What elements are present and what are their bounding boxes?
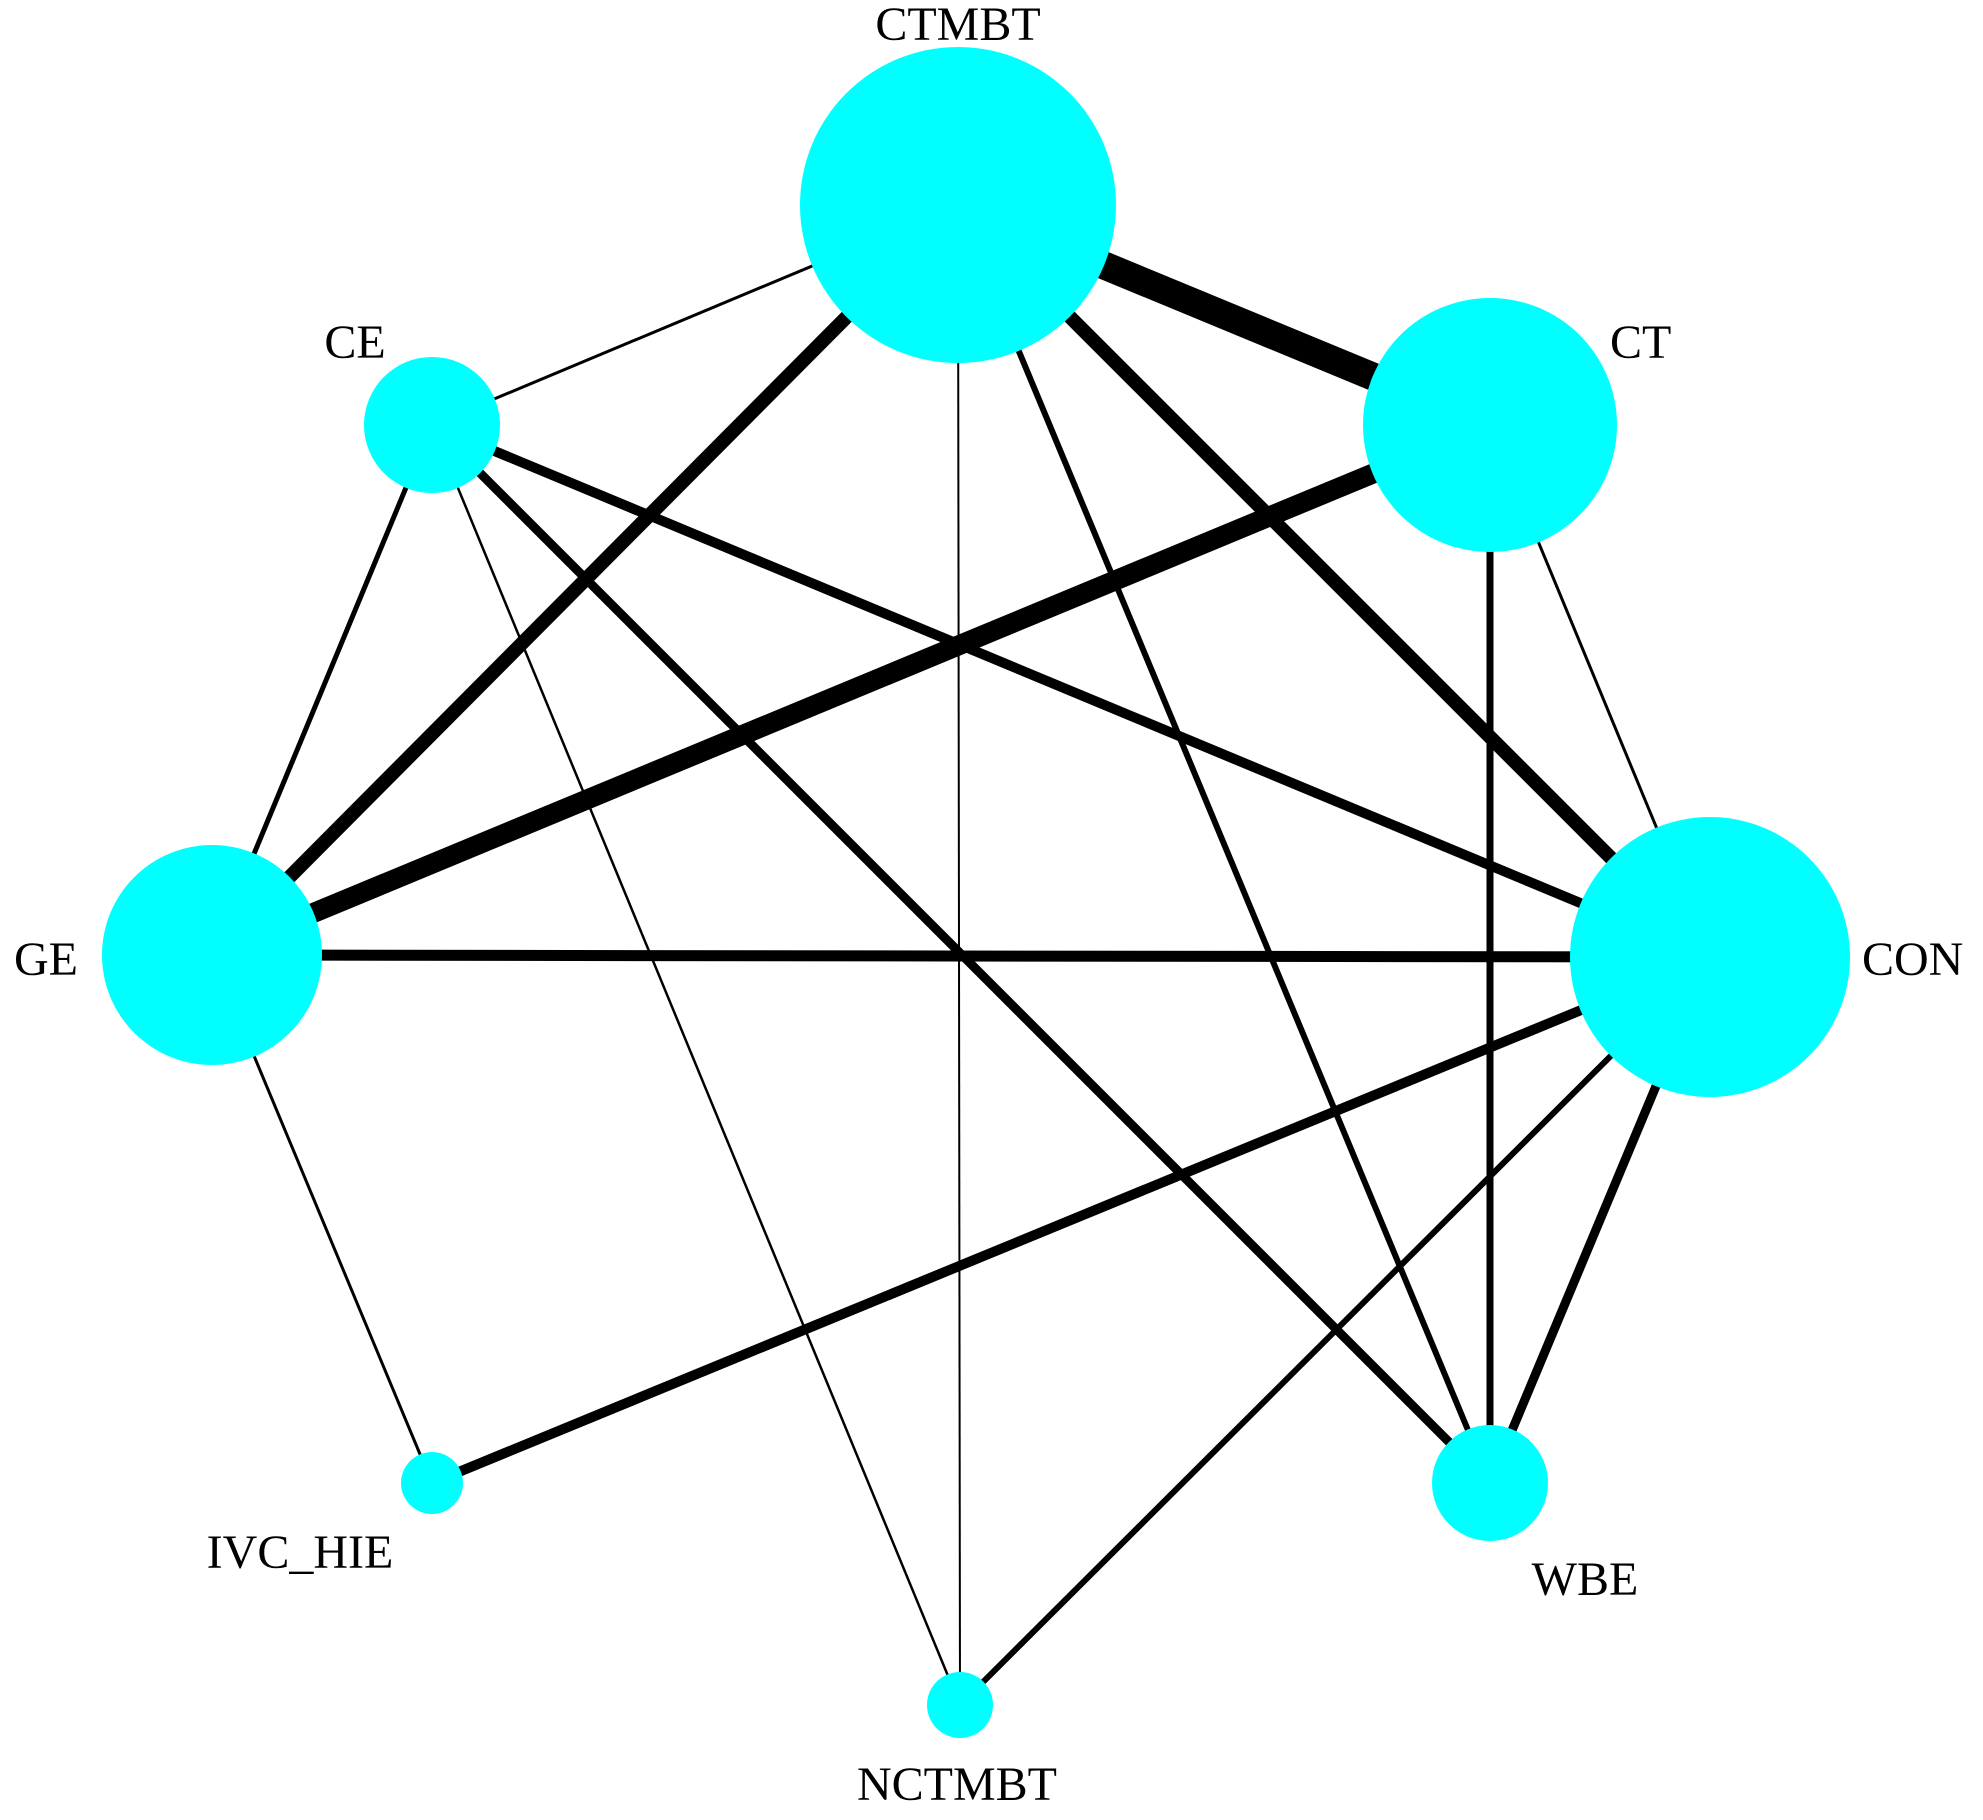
node-ctmbt [800, 47, 1116, 363]
node-wbe [1432, 1425, 1548, 1541]
node-label-ivc-hie: IVC_HIE [207, 1526, 394, 1579]
edges-layer [207, 192, 1715, 1708]
edge-con-nctmbt [957, 954, 1713, 1708]
edge-con-ivc_hie [430, 952, 1712, 1488]
node-ce [364, 357, 500, 493]
edge-ct-ge [208, 415, 1494, 965]
node-nctmbt [927, 1672, 993, 1738]
nodes-layer [102, 47, 1850, 1738]
node-label-wbe: WBE [1532, 1553, 1639, 1606]
node-label-ge: GE [14, 933, 78, 986]
edge-ce-con [430, 420, 1712, 962]
node-con [1570, 817, 1850, 1097]
node-label-ct: CT [1610, 316, 1671, 369]
node-label-ctmbt: CTMBT [875, 0, 1040, 51]
edge-ce-nctmbt [430, 424, 962, 1706]
node-label-con: CON [1862, 933, 1963, 986]
edge-ctmbt-wbe [955, 203, 1493, 1485]
node-ivc-hie [401, 1452, 463, 1514]
node-label-nctmbt: NCTMBT [857, 1758, 1057, 1811]
node-label-ce: CE [324, 316, 385, 369]
labels-layer: CTMBT CT CON WBE NCTMBT IVC_HIE GE CE [14, 0, 1963, 1811]
edge-ge-con [211, 949, 1711, 963]
edge-ctmbt-con [953, 200, 1715, 962]
node-ct [1363, 298, 1617, 552]
node-ge [102, 845, 322, 1065]
